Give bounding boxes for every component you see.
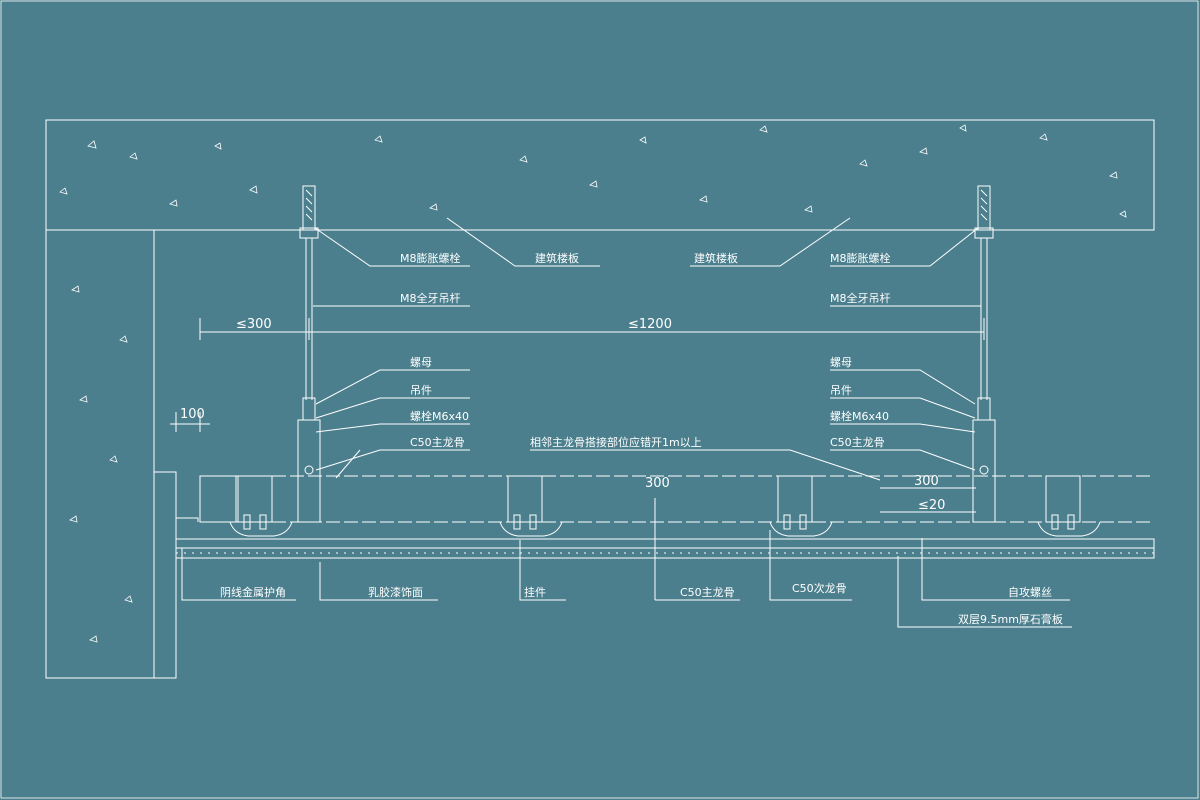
label-floor-slab-right: 建筑楼板	[694, 251, 738, 265]
concrete-slab	[45, 119, 1155, 231]
label-floor-slab-left: 建筑楼板	[535, 251, 579, 265]
clip-3	[769, 475, 833, 537]
concrete-wall	[45, 229, 177, 679]
clip-2	[499, 475, 563, 537]
dimension-lines	[170, 318, 985, 600]
label-corner-trim: 阴线金属护角	[220, 585, 286, 599]
label-nut-left: 螺母	[410, 356, 432, 369]
sub-keel-clips	[229, 475, 1101, 537]
corner-trim	[175, 517, 199, 539]
wall-plaster	[153, 471, 177, 679]
label-threaded-rod-right: M8全牙吊杆	[830, 291, 891, 305]
clip-4	[1037, 475, 1101, 537]
label-sub-keel: C50次龙骨	[792, 581, 847, 595]
dim-wall-gap: 100	[180, 407, 205, 422]
dim-overlap: ≤20	[918, 498, 945, 513]
dim-wall-to-rod: ≤300	[236, 317, 272, 332]
hanger-rod-right	[972, 185, 996, 523]
label-main-keel-right: C50主龙骨	[830, 436, 885, 449]
label-hanger-right: 吊件	[830, 384, 852, 397]
label-nut-right: 螺母	[830, 356, 852, 369]
gypsum-board	[175, 538, 1155, 559]
label-bolt-right: 螺栓M6x40	[830, 409, 889, 423]
label-joint-note: 相邻主龙骨搭接部位应错开1m以上	[530, 435, 702, 449]
leader-lines	[181, 217, 1072, 628]
dim-rod-spacing: ≤1200	[628, 317, 672, 332]
label-bolt-left: 螺栓M6x40	[410, 409, 469, 423]
label-gypsum-board: 双层9.5mm厚石膏板	[958, 612, 1063, 626]
label-expansion-bolt-left: M8膨胀螺栓	[400, 251, 461, 265]
label-expansion-bolt-right: M8膨胀螺栓	[830, 251, 891, 265]
label-self-tapping-screw: 自攻螺丝	[1008, 585, 1052, 599]
label-main-keel-bottom: C50主龙骨	[680, 586, 735, 599]
label-latex-finish: 乳胶漆饰面	[368, 585, 423, 599]
label-main-keel-left: C50主龙骨	[410, 436, 465, 449]
dim-sub-keel-spacing: 300	[645, 476, 670, 491]
label-threaded-rod-left: M8全牙吊杆	[400, 291, 461, 305]
hanger-rod-left	[297, 185, 321, 523]
clip-1	[229, 475, 293, 537]
label-clip: 挂件	[524, 585, 546, 599]
label-hanger-left: 吊件	[410, 384, 432, 397]
dim-right-spacing: 300	[914, 474, 939, 489]
